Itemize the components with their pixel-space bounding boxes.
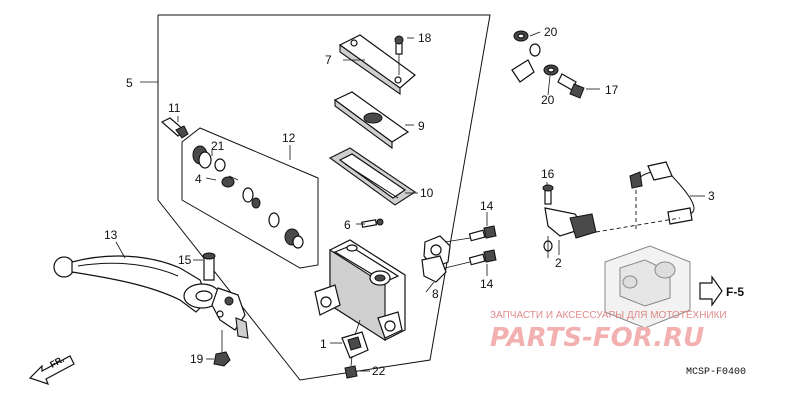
callout-16: 16	[541, 167, 555, 181]
callout-10: 10	[420, 186, 434, 200]
holder-bolts	[468, 225, 497, 266]
callout-14-upper: 14	[480, 199, 494, 213]
watermark: ЗАПЧАСТИ И АКСЕССУАРЫ ДЛЯ МОТОТЕХНИКИ PA…	[490, 310, 727, 353]
diaphragm	[328, 147, 416, 206]
stop-switch	[341, 319, 369, 379]
callout-3: 3	[708, 189, 715, 203]
watermark-caption: ЗАПЧАСТИ И АКСЕССУАРЫ ДЛЯ МОТОТЕХНИКИ	[490, 310, 727, 321]
callout-21: 21	[211, 139, 225, 153]
sensor-cable	[595, 161, 695, 233]
watermark-logo: PARTS-FOR.RU	[490, 323, 704, 353]
callout-labels: 5 7 18 9 10 6 11 12 21 4 13 15 19 1 22 1…	[104, 25, 715, 378]
lever-nut-19	[213, 330, 231, 367]
callout-4: 4	[195, 172, 202, 186]
reservoir-cap	[338, 34, 416, 96]
piston-kit-box	[181, 127, 319, 269]
callout-22: 22	[372, 364, 386, 378]
callout-8: 8	[432, 287, 439, 301]
callout-7: 7	[325, 53, 332, 67]
hose-bolt-16	[542, 184, 554, 205]
piston-kit-parts	[192, 145, 304, 249]
callout-20-lower: 20	[541, 93, 555, 107]
mirror-holder	[421, 235, 471, 283]
cap-screw-18	[394, 35, 404, 75]
front-direction: FR.	[28, 354, 75, 385]
front-arrow-icon	[28, 355, 75, 385]
callout-2: 2	[555, 256, 562, 270]
callout-18: 18	[418, 31, 432, 45]
callout-5: 5	[126, 76, 133, 90]
section-reference: F-5	[699, 275, 744, 307]
lever-bolt-15	[202, 252, 216, 281]
callout-15: 15	[178, 253, 192, 267]
callout-12: 12	[282, 131, 296, 145]
section-ref-label: F-5	[726, 285, 744, 299]
callout-14-lower: 14	[480, 277, 494, 291]
callout-6: 6	[344, 218, 351, 232]
brake-hose	[498, 47, 597, 258]
screw-6	[361, 218, 384, 228]
section-arrow-icon	[699, 275, 723, 307]
sealing-washers	[513, 30, 559, 76]
diagram-code: MCSP-F0400	[686, 367, 746, 378]
callout-1: 1	[320, 337, 327, 351]
reservoir-plate	[333, 91, 410, 150]
callout-17: 17	[605, 83, 619, 97]
assembly-frame	[157, 14, 491, 381]
master-cylinder-body	[314, 239, 406, 342]
leader-lines	[115, 31, 705, 372]
callout-13: 13	[104, 228, 118, 242]
brake-lever	[53, 255, 249, 339]
callout-20-upper: 20	[544, 25, 558, 39]
callout-11: 11	[168, 101, 181, 115]
oil-bolt-17	[557, 73, 585, 99]
callout-19: 19	[190, 352, 204, 366]
callout-9: 9	[418, 119, 425, 133]
abs-modulator	[604, 245, 691, 329]
pivot-bolt-11	[160, 117, 189, 139]
